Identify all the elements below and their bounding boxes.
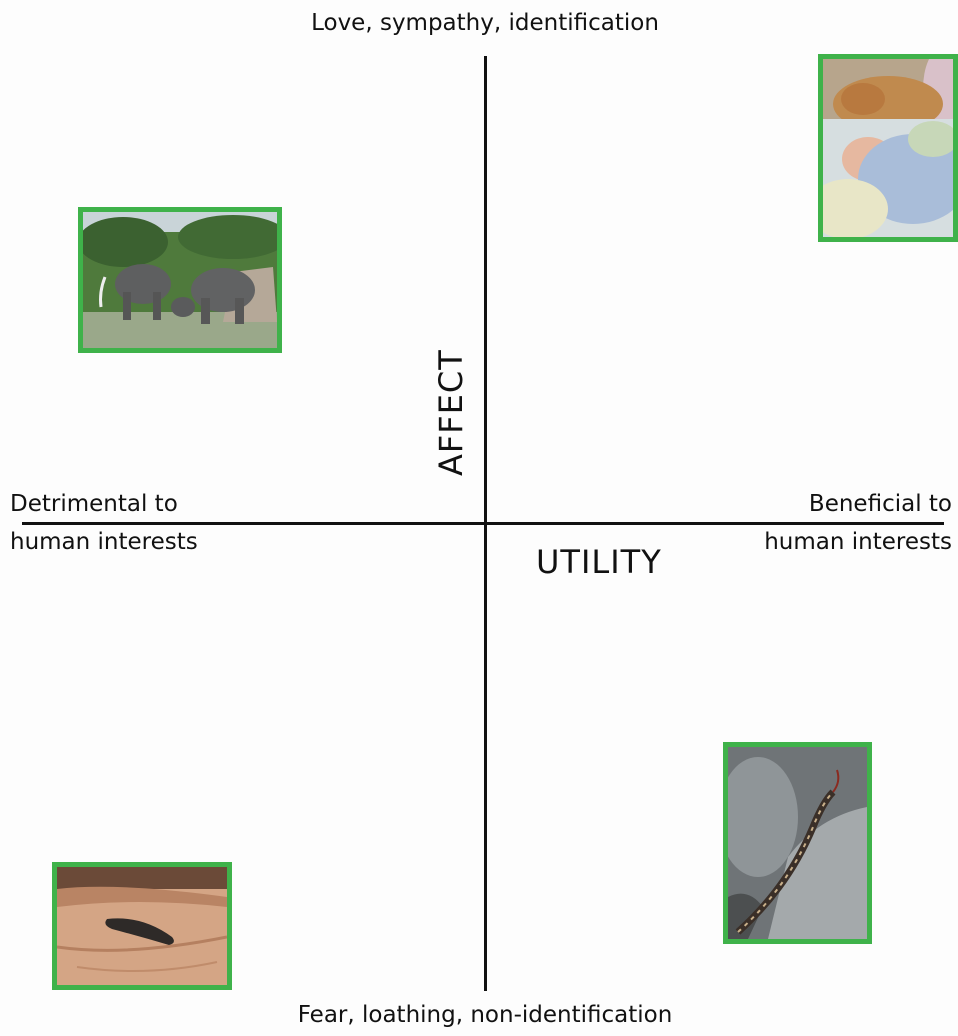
affect-axis-title: AFFECT [432, 336, 470, 476]
elephants-photo [78, 207, 282, 353]
baby-dog-photo [818, 54, 958, 242]
snake-photo [723, 742, 872, 944]
right-pole-label-line1: Beneficial to [764, 489, 952, 527]
right-pole-label: Beneficial to human interests [764, 489, 952, 565]
left-pole-label: Detrimental to human interests [10, 489, 198, 565]
right-pole-label-line2: human interests [764, 527, 952, 565]
left-pole-label-line2: human interests [10, 527, 198, 565]
bottom-pole-label: Fear, loathing, non-identification [0, 1000, 958, 1030]
left-pole-label-line1: Detrimental to [10, 489, 198, 527]
utility-axis-title: UTILITY [536, 543, 662, 581]
leech-photo [52, 862, 232, 990]
top-pole-label: Love, sympathy, identification [0, 8, 958, 38]
